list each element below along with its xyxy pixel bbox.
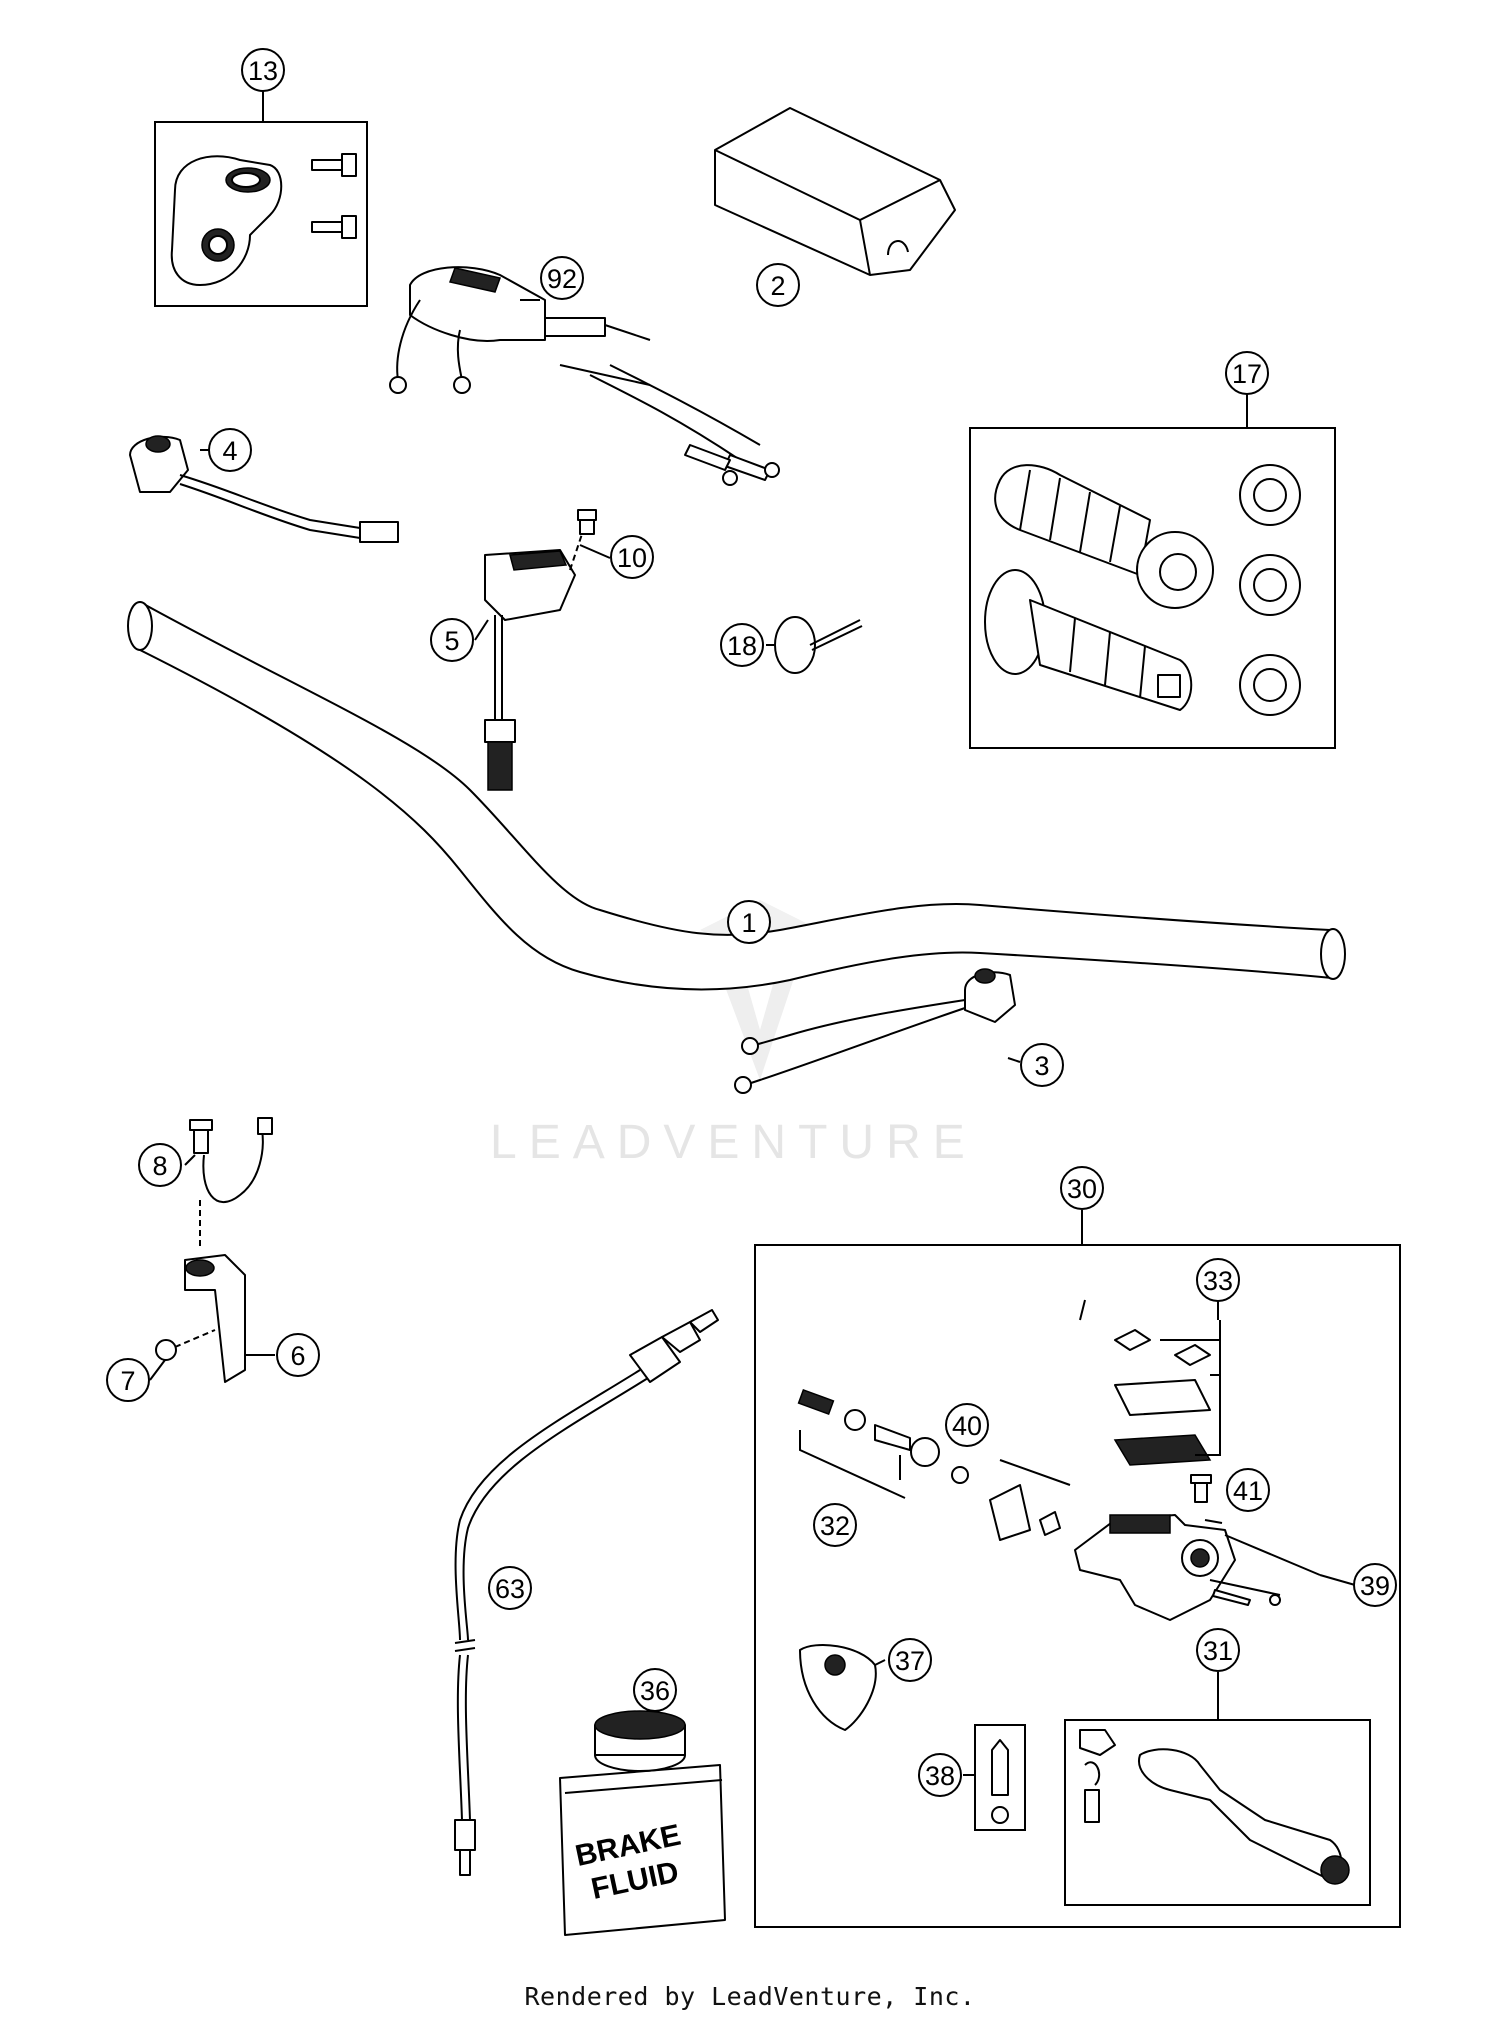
callout-17: 17 xyxy=(1225,351,1269,395)
hot-start-assembly xyxy=(155,1117,273,1383)
svg-text:1: 1 xyxy=(741,908,756,938)
callout-40: 40 xyxy=(945,1403,989,1447)
svg-text:41: 41 xyxy=(1233,1476,1263,1506)
svg-text:32: 32 xyxy=(820,1511,850,1541)
lever-kit xyxy=(1064,1719,1371,1906)
callout-6: 6 xyxy=(276,1333,320,1377)
grip-kit xyxy=(969,427,1336,749)
callout-13: 13 xyxy=(241,48,285,92)
svg-text:5: 5 xyxy=(444,626,459,656)
callout-1: 1 xyxy=(727,900,771,944)
svg-text:13: 13 xyxy=(248,56,278,86)
svg-text:40: 40 xyxy=(952,1411,982,1441)
callout-33: 33 xyxy=(1196,1258,1240,1302)
svg-text:38: 38 xyxy=(925,1761,955,1791)
svg-text:31: 31 xyxy=(1203,1636,1233,1666)
callout-38: 38 xyxy=(918,1753,962,1797)
handlebar xyxy=(127,601,1346,991)
clutch-master-cylinder-kit xyxy=(754,1210,1401,1928)
svg-text:2: 2 xyxy=(770,271,785,301)
clamp-kit xyxy=(154,121,368,307)
callout-2: 2 xyxy=(756,263,800,307)
handlebar-pad xyxy=(714,107,956,276)
svg-text:6: 6 xyxy=(290,1341,305,1371)
protector xyxy=(799,1644,877,1731)
grip-left xyxy=(984,569,1193,711)
svg-text:63: 63 xyxy=(495,1574,525,1604)
bolt-icon xyxy=(311,153,357,177)
callout-37: 37 xyxy=(888,1638,932,1682)
reservoir-cover xyxy=(1113,1329,1212,1466)
svg-text:37: 37 xyxy=(895,1646,925,1676)
piston-kit xyxy=(797,1388,969,1484)
throttle-housing xyxy=(389,266,780,486)
svg-text:7: 7 xyxy=(120,1366,135,1396)
leader-lines xyxy=(149,88,1356,1776)
svg-text:8: 8 xyxy=(152,1151,167,1181)
callout-4: 4 xyxy=(208,428,252,472)
clutch-line xyxy=(454,1309,719,1876)
grip-right xyxy=(994,464,1214,609)
svg-text:18: 18 xyxy=(727,631,757,661)
callout-7: 7 xyxy=(106,1358,150,1402)
kill-switch-left xyxy=(129,435,399,543)
cable-tie xyxy=(774,616,863,674)
svg-text:30: 30 xyxy=(1067,1174,1097,1204)
callout-92: 92 xyxy=(540,256,584,300)
throttle-cam-icon xyxy=(1239,554,1301,616)
callout-8: 8 xyxy=(138,1143,182,1187)
svg-text:36: 36 xyxy=(640,1676,670,1706)
callout-32: 32 xyxy=(813,1503,857,1547)
svg-text:10: 10 xyxy=(617,543,647,573)
svg-text:3: 3 xyxy=(1034,1051,1049,1081)
throttle-cam-icon xyxy=(1239,654,1301,716)
brake-fluid-can: BRAKE FLUID xyxy=(559,1710,726,1936)
throttle-cam-icon xyxy=(1239,464,1301,526)
svg-text:4: 4 xyxy=(222,436,237,466)
bolt-icon xyxy=(311,215,357,239)
pivot-bolt xyxy=(974,1724,1026,1831)
footer-credit: Rendered by LeadVenture, Inc. xyxy=(524,1982,976,2011)
svg-text:92: 92 xyxy=(547,264,577,294)
callouts: 13 2 92 4 17 10 5 18 1 3 8 30 6 7 33 40 … xyxy=(106,48,1397,1797)
watermark-text: LEADVENTURE xyxy=(490,1116,977,1169)
callout-30: 30 xyxy=(1060,1166,1104,1210)
callout-63: 63 xyxy=(488,1566,532,1610)
callout-10: 10 xyxy=(610,535,654,579)
callout-5: 5 xyxy=(430,618,474,662)
callout-36: 36 xyxy=(633,1668,677,1712)
callout-3: 3 xyxy=(1020,1043,1064,1087)
callout-18: 18 xyxy=(720,623,764,667)
callout-41: 41 xyxy=(1226,1468,1270,1512)
start-button-right xyxy=(734,968,1016,1094)
svg-text:33: 33 xyxy=(1203,1266,1233,1296)
boot xyxy=(989,1484,1061,1541)
svg-text:39: 39 xyxy=(1360,1571,1390,1601)
master-cylinder-body xyxy=(1074,1514,1236,1621)
callout-31: 31 xyxy=(1196,1628,1240,1672)
svg-text:17: 17 xyxy=(1232,359,1262,389)
callout-39: 39 xyxy=(1353,1563,1397,1607)
map-switch xyxy=(484,509,597,791)
